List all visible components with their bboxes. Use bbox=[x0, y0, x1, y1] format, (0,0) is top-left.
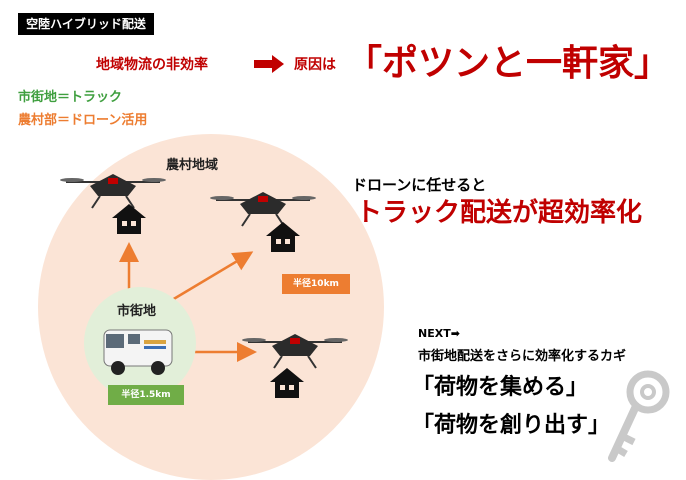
legend-city: 市街地＝トラック bbox=[18, 90, 123, 105]
city-area-label: 市街地 bbox=[117, 304, 157, 319]
next-label: NEXT➡ bbox=[418, 327, 460, 340]
legend-rural: 農村部＝ドローン活用 bbox=[18, 113, 148, 128]
house-icon bbox=[266, 222, 300, 252]
truck-icon bbox=[103, 329, 173, 375]
next-item-collect: 「荷物を集める」 bbox=[412, 375, 589, 400]
right-arrow-icon bbox=[254, 55, 284, 73]
issue-text: 地域物流の非効率 bbox=[96, 57, 208, 73]
rural-area-label: 農村地域 bbox=[166, 158, 219, 173]
message-line2: トラック配送が超効率化 bbox=[356, 198, 643, 228]
section-tag: 空陸ハイブリッド配送 bbox=[18, 13, 154, 35]
next-item-create: 「荷物を創り出す」 bbox=[412, 413, 611, 438]
drone-icon bbox=[242, 334, 348, 369]
drone-icon bbox=[60, 174, 166, 209]
key-icon bbox=[608, 370, 670, 462]
drone-icon bbox=[210, 192, 316, 227]
cause-prefix: 原因は bbox=[294, 57, 336, 73]
house-icon bbox=[112, 204, 146, 234]
message-line1: ドローンに任せると bbox=[352, 176, 487, 194]
next-subtitle: 市街地配送をさらに効率化するカギ bbox=[418, 349, 627, 364]
city-radius-badge: 半径1.5km bbox=[108, 385, 184, 405]
cause-main: 「ポツンと一軒家」 bbox=[346, 43, 671, 84]
rural-radius-badge: 半径10km bbox=[282, 274, 350, 294]
house-icon bbox=[270, 368, 304, 398]
